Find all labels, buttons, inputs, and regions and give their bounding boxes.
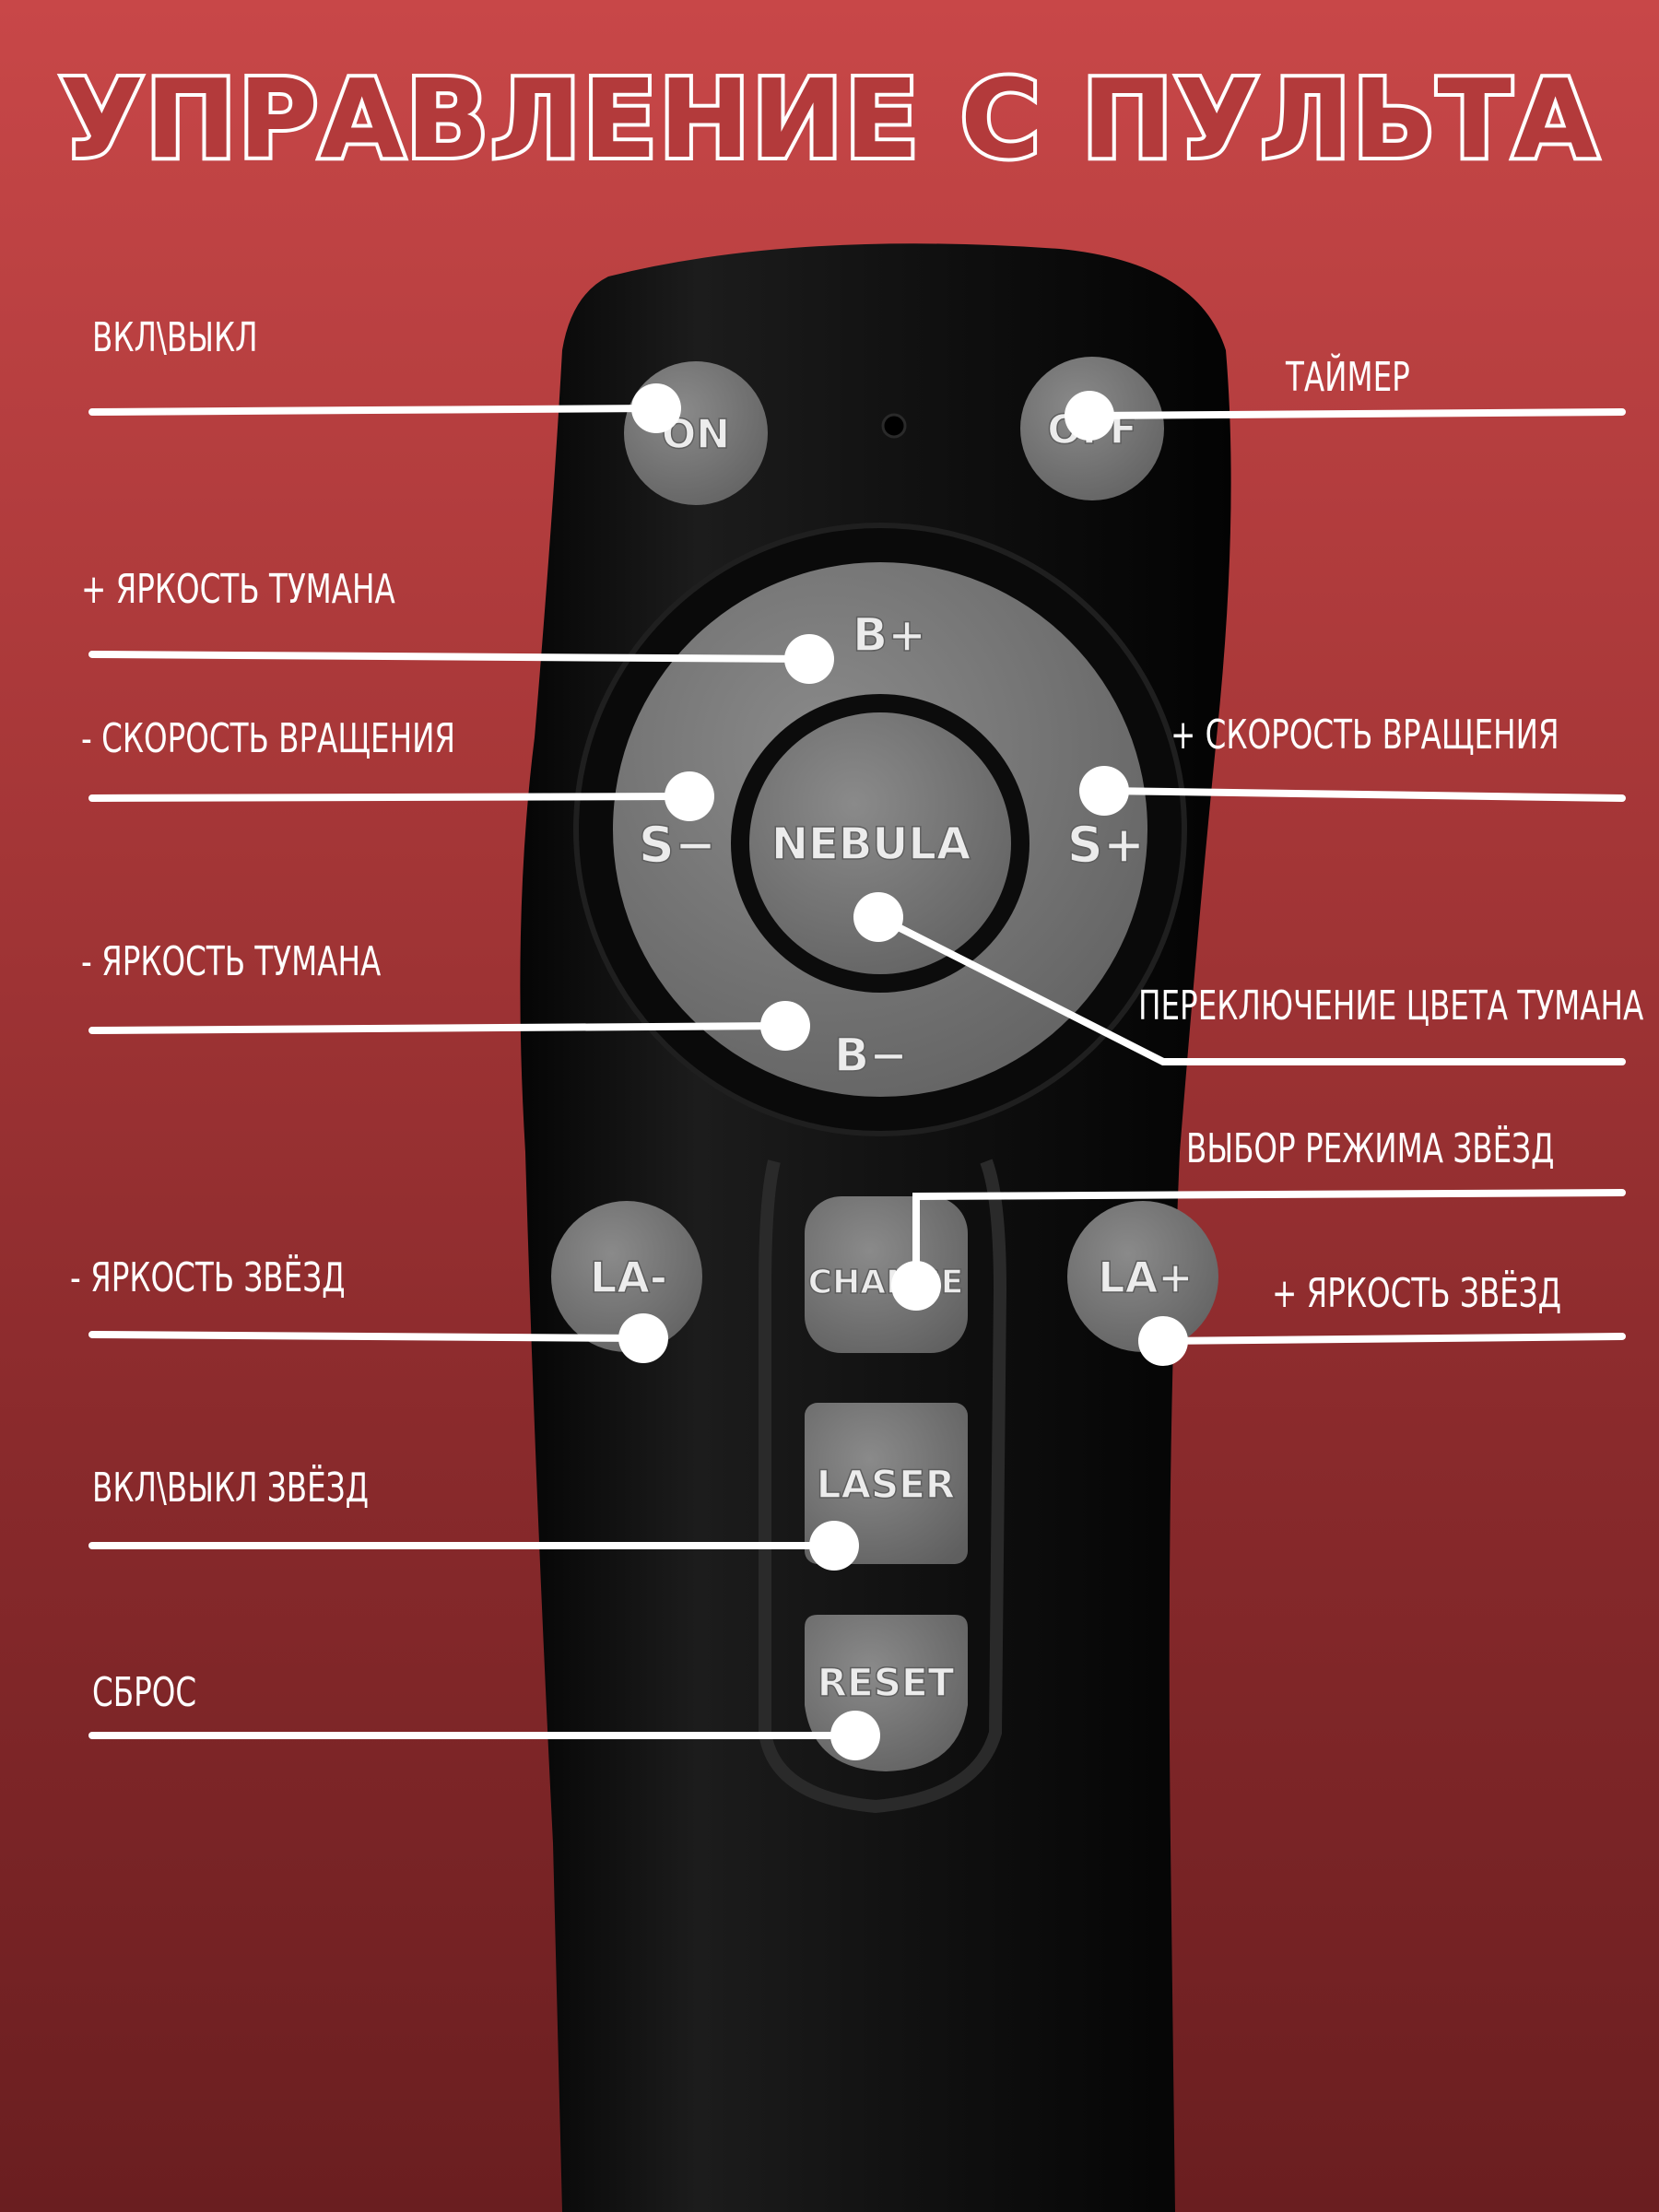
remote-button-channel bbox=[759, 1159, 1007, 1814]
callout-dot-nebula-color bbox=[853, 892, 903, 942]
on-button[interactable]: ON bbox=[624, 361, 768, 505]
label-nebula-brightness-down: - ЯРКОСТЬ ТУМАНА bbox=[81, 938, 382, 985]
callout-dot-star-brightness-up bbox=[1138, 1316, 1188, 1366]
ir-sensor bbox=[881, 413, 907, 439]
nebula-button[interactable]: NEBULA bbox=[749, 712, 1011, 974]
label-rotation-speed-up: + СКОРОСТЬ ВРАЩЕНИЯ bbox=[1171, 712, 1559, 759]
label-nebula-color-switch: ПЕРЕКЛЮЧЕНИЕ ЦВЕТА ТУМАНА bbox=[1138, 982, 1644, 1030]
callout-dot-timer bbox=[1065, 391, 1114, 441]
reset-button[interactable]: RESET bbox=[805, 1615, 968, 1771]
la-plus-button[interactable]: LA+ bbox=[1067, 1201, 1218, 1352]
callout-dot-star-mode bbox=[891, 1261, 941, 1311]
s-plus-button[interactable]: S+ bbox=[1066, 815, 1146, 875]
label-reset: СБРОС bbox=[92, 1669, 197, 1716]
callout-lines bbox=[88, 405, 1626, 1739]
callout-dot-rotation-speed-up bbox=[1079, 766, 1129, 816]
callout-line-rotation-speed-up bbox=[1100, 787, 1626, 802]
callout-line-rotation-speed-down bbox=[88, 793, 693, 802]
page-title: УПРАВЛЕНИЕ С ПУЛЬТА bbox=[56, 55, 1601, 182]
callout-line-star-brightness-up bbox=[1159, 1333, 1626, 1345]
change-button[interactable]: CHANGE bbox=[805, 1196, 968, 1353]
callout-line-nebula-color bbox=[875, 913, 1626, 1065]
callout-dots bbox=[618, 383, 1188, 1760]
callout-line-timer bbox=[1086, 408, 1626, 419]
callout-dot-power bbox=[631, 383, 681, 433]
label-star-brightness-down: - ЯРКОСТЬ ЗВЁЗД bbox=[70, 1254, 346, 1301]
s-minus-button[interactable]: S− bbox=[638, 815, 717, 875]
callout-line-nebula-brightness-down bbox=[88, 1022, 789, 1034]
nebula-button-label: NEBULA bbox=[771, 818, 971, 870]
b-minus-button[interactable]: B− bbox=[833, 1028, 909, 1083]
la-minus-button[interactable]: LA- bbox=[551, 1201, 702, 1352]
callout-line-power bbox=[88, 405, 660, 416]
callout-dot-rotation-speed-down bbox=[665, 771, 714, 821]
label-power: ВКЛ\ВЫКЛ bbox=[92, 314, 258, 361]
callout-dot-stars-power bbox=[809, 1521, 859, 1571]
callout-dot-star-brightness-down bbox=[618, 1313, 668, 1363]
label-star-mode-select: ВЫБОР РЕЖИМА ЗВЁЗД bbox=[1186, 1125, 1555, 1172]
label-nebula-brightness-up: + ЯРКОСТЬ ТУМАНА bbox=[81, 566, 395, 613]
callout-dot-nebula-brightness-down bbox=[760, 1001, 810, 1051]
reset-button-label: RESET bbox=[818, 1660, 955, 1705]
la-minus-label: LA- bbox=[590, 1253, 667, 1302]
label-timer: ТАЙМЕР bbox=[1286, 354, 1410, 401]
callout-line-star-brightness-down bbox=[88, 1331, 647, 1342]
laser-button-label: LASER bbox=[817, 1462, 956, 1507]
callout-line-nebula-brightness-up bbox=[88, 651, 813, 663]
callout-dot-reset bbox=[830, 1711, 880, 1760]
b-plus-button[interactable]: B+ bbox=[852, 607, 927, 663]
label-star-brightness-up: + ЯРКОСТЬ ЗВЁЗД bbox=[1272, 1270, 1562, 1317]
label-stars-power: ВКЛ\ВЫКЛ ЗВЁЗД bbox=[92, 1465, 370, 1512]
callout-line-star-mode bbox=[912, 1189, 1626, 1289]
label-rotation-speed-down: - СКОРОСТЬ ВРАЩЕНИЯ bbox=[81, 715, 456, 762]
callout-dot-nebula-brightness-up bbox=[784, 634, 834, 684]
la-plus-label: LA+ bbox=[1098, 1253, 1193, 1302]
